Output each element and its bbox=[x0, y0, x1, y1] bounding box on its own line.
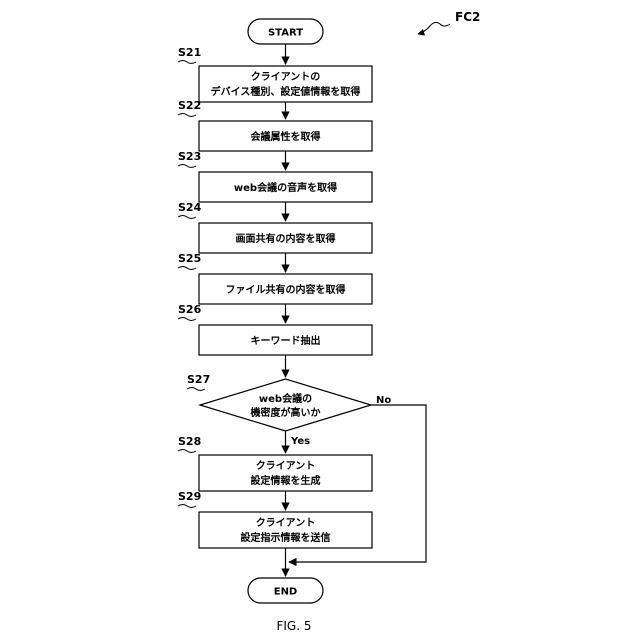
process-step-s23: S23 web会議の音声を取得 bbox=[178, 150, 372, 202]
process-step-s21: S21 クライアントの デバイス種別、設定値情報を取得 bbox=[178, 46, 372, 102]
end-terminator: END bbox=[248, 578, 323, 603]
process-step-s29: S29 クライアント 設定指示情報を送信 bbox=[178, 490, 372, 548]
step-text-line: 画面共有の内容を取得 bbox=[236, 232, 336, 245]
no-branch-label: No bbox=[376, 395, 391, 406]
step-id-label: S25 bbox=[178, 252, 201, 265]
step-id-label: S23 bbox=[178, 150, 201, 163]
process-step-s28: S28 クライアント 設定情報を生成 bbox=[178, 435, 372, 491]
process-step-s25: S25 ファイル共有の内容を取得 bbox=[178, 252, 372, 304]
step-leader bbox=[187, 388, 205, 391]
step-id-label: S24 bbox=[178, 201, 202, 214]
yes-branch-label: Yes bbox=[290, 436, 310, 447]
process-step-s22: S22 会議属性を取得 bbox=[178, 99, 372, 151]
decision-text-line: 機密度が高いか bbox=[251, 406, 321, 419]
step-leader bbox=[178, 267, 196, 270]
step-text-line: 設定指示情報を送信 bbox=[241, 531, 331, 544]
flowchart-id-label: FC2 bbox=[455, 10, 480, 24]
step-text-line: web会議の音声を取得 bbox=[234, 181, 337, 194]
end-label: END bbox=[274, 587, 298, 598]
step-id-label: S21 bbox=[178, 46, 201, 59]
start-label: START bbox=[268, 28, 303, 39]
step-text-line: ファイル共有の内容を取得 bbox=[226, 283, 346, 296]
step-id-label: S28 bbox=[178, 435, 201, 448]
decision-text-line: web会議の bbox=[259, 392, 312, 405]
step-text-line: クライアントの bbox=[251, 71, 321, 83]
step-leader bbox=[178, 505, 196, 508]
step-id-label: S27 bbox=[187, 373, 210, 386]
process-step-s24: S24 画面共有の内容を取得 bbox=[178, 201, 372, 253]
step-leader bbox=[178, 61, 196, 64]
step-text-line: キーワード抽出 bbox=[251, 334, 321, 347]
process-step-s26: S26 キーワード抽出 bbox=[178, 303, 372, 355]
step-id-label: S26 bbox=[178, 303, 202, 316]
step-text-line: 会議属性を取得 bbox=[251, 130, 321, 143]
step-leader bbox=[178, 114, 196, 117]
step-leader bbox=[178, 318, 196, 321]
step-leader bbox=[178, 216, 196, 219]
step-leader bbox=[178, 165, 196, 168]
step-text-line: 設定情報を生成 bbox=[251, 474, 321, 487]
decision-step-s27: S27 web会議の 機密度が高いか bbox=[187, 373, 371, 431]
start-terminator: START bbox=[248, 19, 323, 44]
step-text-line: デバイス種別、設定値情報を取得 bbox=[211, 85, 361, 98]
step-id-label: S29 bbox=[178, 490, 201, 503]
flowchart-id-pointer bbox=[418, 22, 450, 34]
step-text-line: クライアント bbox=[256, 460, 316, 472]
step-leader bbox=[178, 450, 196, 453]
step-text-line: クライアント bbox=[256, 517, 316, 529]
decision-diamond bbox=[200, 379, 371, 431]
step-id-label: S22 bbox=[178, 99, 201, 112]
figure-caption: FIG. 5 bbox=[276, 619, 311, 633]
